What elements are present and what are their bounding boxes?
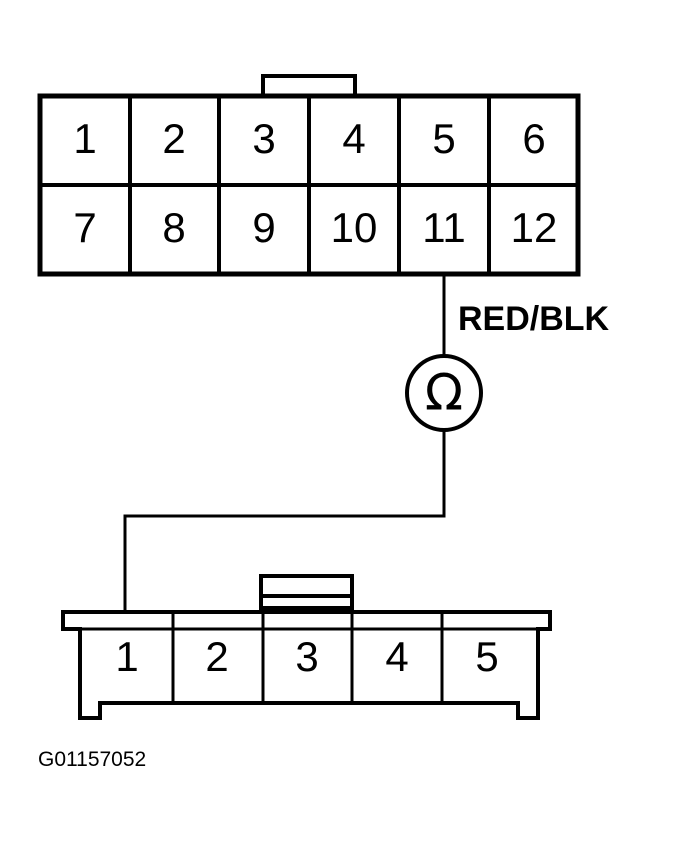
- figure-id: G01157052: [38, 748, 146, 771]
- bottom-pin-label: 1: [115, 633, 138, 680]
- ohm-symbol: Ω: [425, 364, 463, 422]
- top-pin-label: 6: [522, 115, 545, 162]
- top-pin-label: 3: [252, 115, 275, 162]
- bottom-pin-label: 3: [295, 633, 318, 680]
- bottom-pin-label: 4: [385, 633, 408, 680]
- top-pin-label: 5: [432, 115, 455, 162]
- top-pin-label: 12: [511, 204, 558, 251]
- bottom-connector: 1 2 3 4 5: [61, 574, 552, 720]
- bottom-pin-label: 2: [205, 633, 228, 680]
- top-pin-label: 7: [73, 204, 96, 251]
- top-connector-lock-tab: [261, 74, 357, 98]
- ohmmeter-icon: Ω: [405, 354, 483, 432]
- top-connector: 1 2 3 4 5 6 7 8 9 10 11 12: [37, 74, 581, 277]
- bottom-connector-lock-tab: [259, 574, 354, 610]
- top-pin-label: 11: [422, 204, 466, 251]
- wire-segment: [123, 430, 446, 612]
- top-pin-label: 10: [331, 204, 378, 251]
- top-pin-label: 1: [73, 115, 96, 162]
- top-pin-label: 4: [342, 115, 365, 162]
- bottom-pin-label: 5: [475, 633, 498, 680]
- top-pin-label: 2: [162, 115, 185, 162]
- top-pin-label: 9: [252, 204, 275, 251]
- wire-color-label: RED/BLK: [458, 300, 610, 338]
- top-pin-label: 8: [162, 204, 185, 251]
